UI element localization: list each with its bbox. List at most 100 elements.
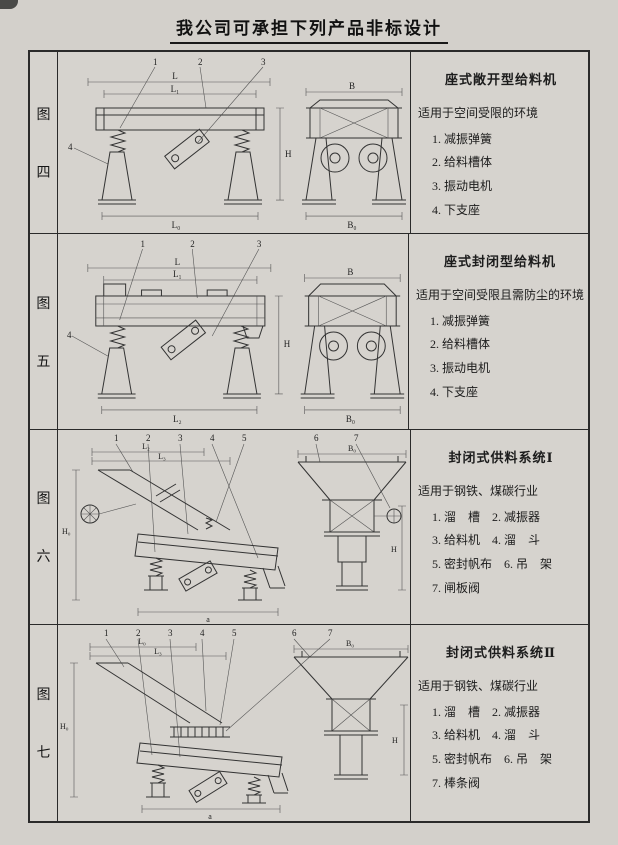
dim-label: L₀ xyxy=(138,637,146,646)
callout-number: 3 xyxy=(261,57,266,67)
open-feeder-drawing: 1 2 3 4 L L₁ H L₀ B B₀ xyxy=(68,57,406,230)
gate-valve-shaft xyxy=(374,509,401,523)
product-title: 封闭式供料系统Ⅱ xyxy=(446,645,556,660)
dim-label: L₂ xyxy=(142,442,150,451)
vibration-motor xyxy=(160,319,207,361)
trough-detail xyxy=(95,296,265,327)
support-stands xyxy=(146,782,266,804)
support-legs xyxy=(101,151,259,201)
support-stands xyxy=(144,575,262,601)
catalog-row-figure-6: 图 六 1 2 3 4 5 6 7 L₂ L₃ H₀ a B₀ H xyxy=(30,430,588,625)
inclined-chute xyxy=(97,469,231,531)
trough-side-view xyxy=(95,107,265,131)
bar-valve xyxy=(170,726,230,738)
callout-number: 5 xyxy=(242,433,247,443)
dim-label: L₃ xyxy=(158,452,166,461)
product-parts-list: 1. 减振弹簧 2. 给料槽体 3. 振动电机 4. 下支座 xyxy=(416,312,584,403)
feeder-trough xyxy=(136,742,283,778)
front-top-frame xyxy=(306,99,402,109)
front-bracing xyxy=(319,107,389,139)
motor-end-circle xyxy=(318,331,348,361)
callout-number: 1 xyxy=(153,57,157,67)
callout-number: 4 xyxy=(68,142,73,152)
callout-leaders xyxy=(115,443,391,559)
dim-label: B₀ xyxy=(346,639,354,648)
feeding-system-2-drawing: 1 2 3 4 5 6 7 L₀ L₃ H₀ a B₀ H xyxy=(60,628,409,821)
front-hopper xyxy=(297,456,407,501)
page-title: 我公司可承担下列产品非标设计 xyxy=(170,14,448,44)
spring-zigzags xyxy=(151,764,262,796)
callout-number: 4 xyxy=(200,628,205,638)
motor-end-circle xyxy=(356,331,386,361)
dimension-lines xyxy=(72,448,407,616)
outlet-tube xyxy=(339,734,363,776)
dim-label: a xyxy=(208,812,212,821)
outlet-tube xyxy=(341,561,363,587)
dimension-lines xyxy=(87,264,401,415)
part-item: 2. 给料槽体 xyxy=(429,337,490,352)
callout-number: 6 xyxy=(314,433,319,443)
feeder-trough xyxy=(134,533,279,571)
part-item: 3. 给料机 4. 溜 斗 xyxy=(432,533,541,548)
motor-end-circle xyxy=(320,143,350,173)
product-description: 座式敞开型给料机 适用于空间受限的环境 1. 减振弹簧 2. 给料槽体 3. 振… xyxy=(411,52,588,233)
figure-char: 图 xyxy=(36,492,51,507)
drawing-area-figure-5: 1 2 3 4 L L₁ H L₂ B B₀ xyxy=(58,234,409,429)
closed-feeder-drawing: 1 2 3 4 L L₁ H L₂ B B₀ xyxy=(67,239,405,424)
base-lines xyxy=(98,199,262,205)
inspection-covers xyxy=(140,289,228,297)
callout-number: 3 xyxy=(257,239,262,249)
gate-slot xyxy=(155,483,181,503)
callout-number: 2 xyxy=(198,57,202,67)
figure-char: 四 xyxy=(36,165,51,181)
callout-number: 2 xyxy=(190,239,194,249)
vibration-motor xyxy=(178,560,218,592)
callout-number: 6 xyxy=(292,628,297,638)
mid-flange xyxy=(324,730,378,736)
front-bracing xyxy=(329,499,375,533)
figure-label-4: 图 四 xyxy=(30,52,58,234)
part-item: 1. 溜 槽 2. 减振器 xyxy=(432,509,541,524)
callout-number: 4 xyxy=(210,433,215,443)
drawing-area-figure-6: 1 2 3 4 5 6 7 L₂ L₃ H₀ a B₀ H xyxy=(58,430,411,624)
callout-number: 3 xyxy=(168,628,173,638)
figure-char: 五 xyxy=(36,354,51,370)
callout-number: 4 xyxy=(67,330,72,340)
product-description: 封闭式供料系统Ⅱ 适用于钢铁、煤碳行业 1. 溜 槽 2. 减振器 3. 给料机… xyxy=(411,625,588,821)
figure-label-5: 图 五 xyxy=(30,234,58,429)
motor-end-hub xyxy=(329,152,341,164)
part-item: 3. 振动电机 xyxy=(432,179,493,194)
spring-zigzags xyxy=(108,325,250,349)
callout-number: 2 xyxy=(136,628,141,638)
motor-end-hub xyxy=(327,340,339,352)
part-item: 3. 给料机 4. 溜 斗 xyxy=(432,728,541,743)
dim-label: L₁ xyxy=(173,269,182,279)
drawing-area-figure-7: 1 2 3 4 5 6 7 L₀ L₃ H₀ a B₀ H xyxy=(58,625,411,821)
product-parts-list: 1. 减振弹簧 2. 给料槽体 3. 振动电机 4. 下支座 xyxy=(418,130,584,221)
dim-label: L₁ xyxy=(171,84,180,94)
dim-label: L₂ xyxy=(173,414,182,424)
part-item: 4. 下支座 xyxy=(432,202,481,217)
figure-char: 七 xyxy=(36,746,51,761)
front-legs xyxy=(305,137,403,201)
dim-label: H xyxy=(391,545,397,554)
callout-number: 7 xyxy=(354,433,359,443)
part-item: 5. 密封帆布 6. 吊 架 xyxy=(432,557,553,572)
feeding-system-1-drawing: 1 2 3 4 5 6 7 L₂ L₃ H₀ a B₀ H xyxy=(62,433,407,624)
base-lines xyxy=(97,393,261,399)
lower-chute xyxy=(337,535,367,563)
front-bracing xyxy=(331,698,371,732)
dim-label: H₀ xyxy=(60,722,69,731)
catalog-row-figure-5: 图 五 1 2 3 4 L L₁ H L₂ B B₀ xyxy=(30,234,588,430)
figure-char: 图 xyxy=(36,107,51,123)
outlet-spout xyxy=(242,325,264,339)
product-subtitle: 适用于钢铁、煤碳行业 xyxy=(418,483,539,498)
closed-trough xyxy=(95,295,266,327)
catalog-row-figure-4: 图 四 1 2 3 4 L L₁ H L₀ B B₀ xyxy=(30,52,588,235)
callout-number: 5 xyxy=(232,628,237,638)
part-item: 3. 振动电机 xyxy=(429,361,490,376)
callout-number: 2 xyxy=(146,433,151,443)
front-top-frame xyxy=(304,283,401,297)
outlet-funnel xyxy=(267,772,289,794)
catalog-row-figure-7: 图 七 1 2 3 4 5 6 7 L₀ L₃ H₀ a B₀ H xyxy=(30,625,588,821)
